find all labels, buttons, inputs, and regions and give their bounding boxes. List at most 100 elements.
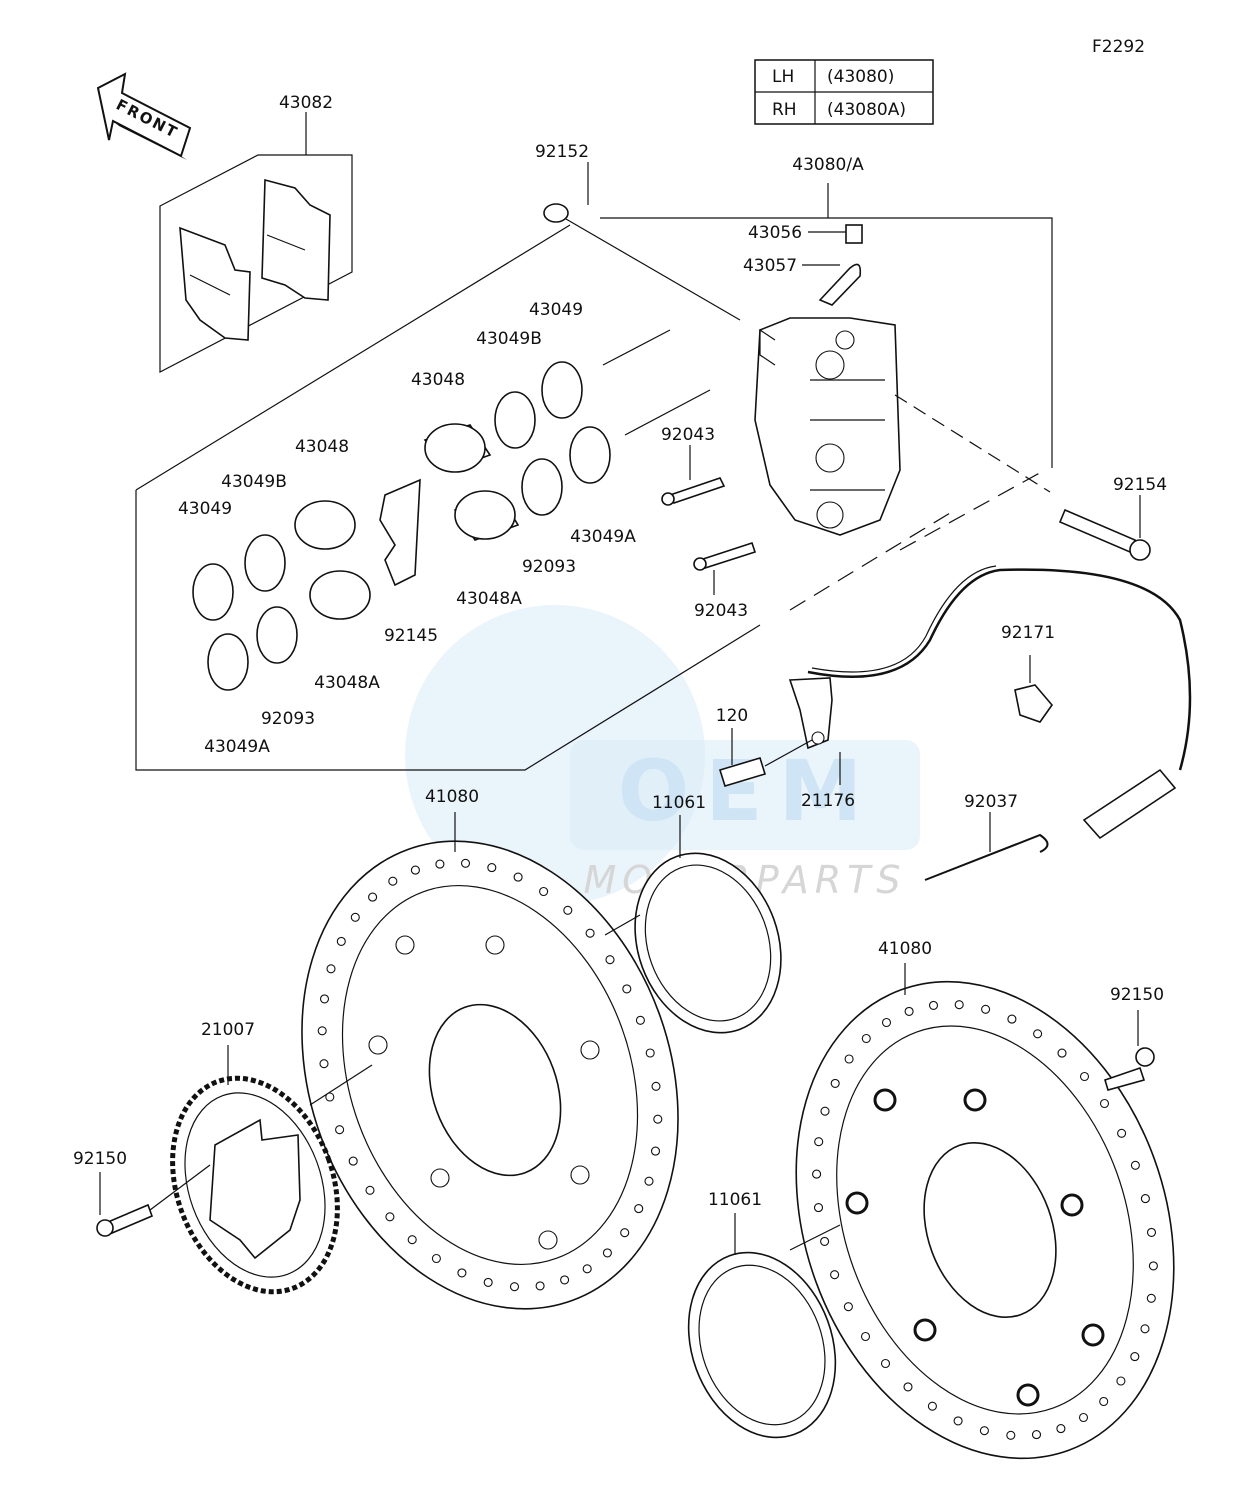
vent-hole (1006, 1430, 1016, 1440)
vent-hole (560, 1275, 570, 1285)
vent-hole (813, 1203, 824, 1213)
vent-hole (812, 1169, 822, 1179)
callout-rotor: 21007 (201, 1020, 255, 1040)
abs-rotor (96, 1045, 340, 1295)
callout-bleeder-cap: 92152 (535, 142, 589, 162)
vent-hole (407, 1235, 417, 1245)
vent-hole (645, 1048, 655, 1058)
vent-hole (1099, 1098, 1110, 1109)
vent-hole (582, 1264, 592, 1274)
vent-hole (844, 1054, 854, 1064)
bleeder-parts (543, 162, 863, 321)
vent-hole (979, 1426, 989, 1436)
callout-labels: 43082 92152 43080/A 43056 43057 43049B 4… (73, 93, 1167, 1210)
callout-bleeder-valve: 43056 (748, 223, 802, 243)
vent-hole (348, 1156, 358, 1166)
vent-hole (928, 1000, 939, 1010)
variant-lh-side: LH (772, 67, 794, 87)
sensor-connector (1082, 768, 1177, 840)
brake-pads-group (159, 112, 353, 373)
callout-wire: 92037 (964, 792, 1018, 812)
vent-hole (1031, 1430, 1042, 1440)
vent-hole (620, 1228, 630, 1238)
callout-seal-a-right: 43049A (570, 527, 636, 547)
brake-disc-right (795, 963, 1175, 1460)
rotor-bolt (106, 1203, 154, 1235)
vent-hole (602, 1248, 612, 1258)
vent-hole (410, 865, 420, 875)
vent-hole (509, 1282, 520, 1292)
vent-hole (388, 876, 398, 886)
callout-dust-seal-right: 92093 (522, 557, 576, 577)
vent-hole (644, 1176, 654, 1186)
vent-hole (843, 1302, 853, 1312)
vent-hole (435, 859, 445, 869)
vent-hole (319, 994, 330, 1004)
vent-hole (820, 1106, 830, 1116)
vent-hole (981, 1004, 991, 1014)
abs-sensor-group (718, 565, 1192, 881)
vent-hole (535, 1281, 545, 1291)
vent-hole (1007, 1014, 1017, 1024)
caliper-bolt (1058, 508, 1137, 554)
vent-hole (635, 1015, 645, 1025)
callout-seal-a-left: 43049A (204, 737, 270, 757)
cable-clamp (1014, 684, 1054, 723)
vent-hole (460, 858, 471, 868)
callout-shim-top: 11061 (652, 793, 706, 813)
callout-sensor-bolt: 120 (716, 706, 748, 726)
callout-dust-seal-left: 92093 (261, 709, 315, 729)
callout-clamp: 92171 (1001, 623, 1055, 643)
vent-hole (814, 1137, 824, 1147)
callout-bleeder-plate: 43057 (743, 256, 797, 276)
vent-hole (319, 1059, 329, 1069)
brake-disc-left (301, 812, 679, 1310)
callout-seal-left: 43049 (178, 499, 232, 519)
brake-pad-left (179, 226, 251, 341)
callout-piston-a-right: 43048A (456, 589, 522, 609)
callout-shim-bottom: 11061 (708, 1190, 762, 1210)
figure-code: F2292 (1092, 37, 1145, 57)
bleeder-cap (543, 203, 569, 223)
callout-pin-lower: 92043 (694, 601, 748, 621)
wire-clip (924, 833, 1049, 881)
vent-hole (483, 1277, 493, 1287)
caliper-pins (661, 394, 1151, 595)
vent-hole (1130, 1160, 1140, 1170)
vent-hole (1057, 1048, 1067, 1058)
vent-hole (350, 912, 360, 922)
vent-hole (513, 872, 523, 882)
brake-pad-right (261, 178, 331, 301)
callout-seal-top: 43049 (529, 300, 583, 320)
disc-left-vents (317, 858, 663, 1292)
vent-hole (317, 1026, 327, 1036)
bleeder-valve (845, 224, 863, 244)
callout-abs-sensor: 21176 (801, 791, 855, 811)
callout-caliper-assy: 43080/A (792, 155, 864, 175)
vent-hole (336, 936, 346, 946)
vent-hole (1140, 1324, 1150, 1334)
sensor-bolt (718, 757, 767, 787)
vent-hole (622, 984, 632, 994)
variant-table: LH (43080) RH (43080A) (754, 59, 934, 125)
callout-disc-right: 41080 (878, 939, 932, 959)
vent-hole (325, 1092, 335, 1102)
vent-hole (326, 964, 336, 974)
vent-hole (368, 892, 378, 902)
disc-right-vents (812, 1000, 1158, 1440)
variant-lh-part: (43080) (827, 67, 894, 87)
vent-hole (1078, 1412, 1089, 1423)
vent-hole (830, 1270, 840, 1280)
vent-hole (830, 1078, 840, 1088)
vent-hole (365, 1185, 375, 1195)
callout-caliper-bolt: 92154 (1113, 475, 1167, 495)
vent-hole (585, 928, 595, 938)
vent-hole (861, 1033, 871, 1044)
vent-hole (563, 905, 573, 915)
vent-hole (487, 863, 497, 873)
callout-disc-left: 41080 (425, 787, 479, 807)
callout-seal-b-left: 43049B (221, 472, 287, 492)
vent-hole (903, 1382, 913, 1392)
